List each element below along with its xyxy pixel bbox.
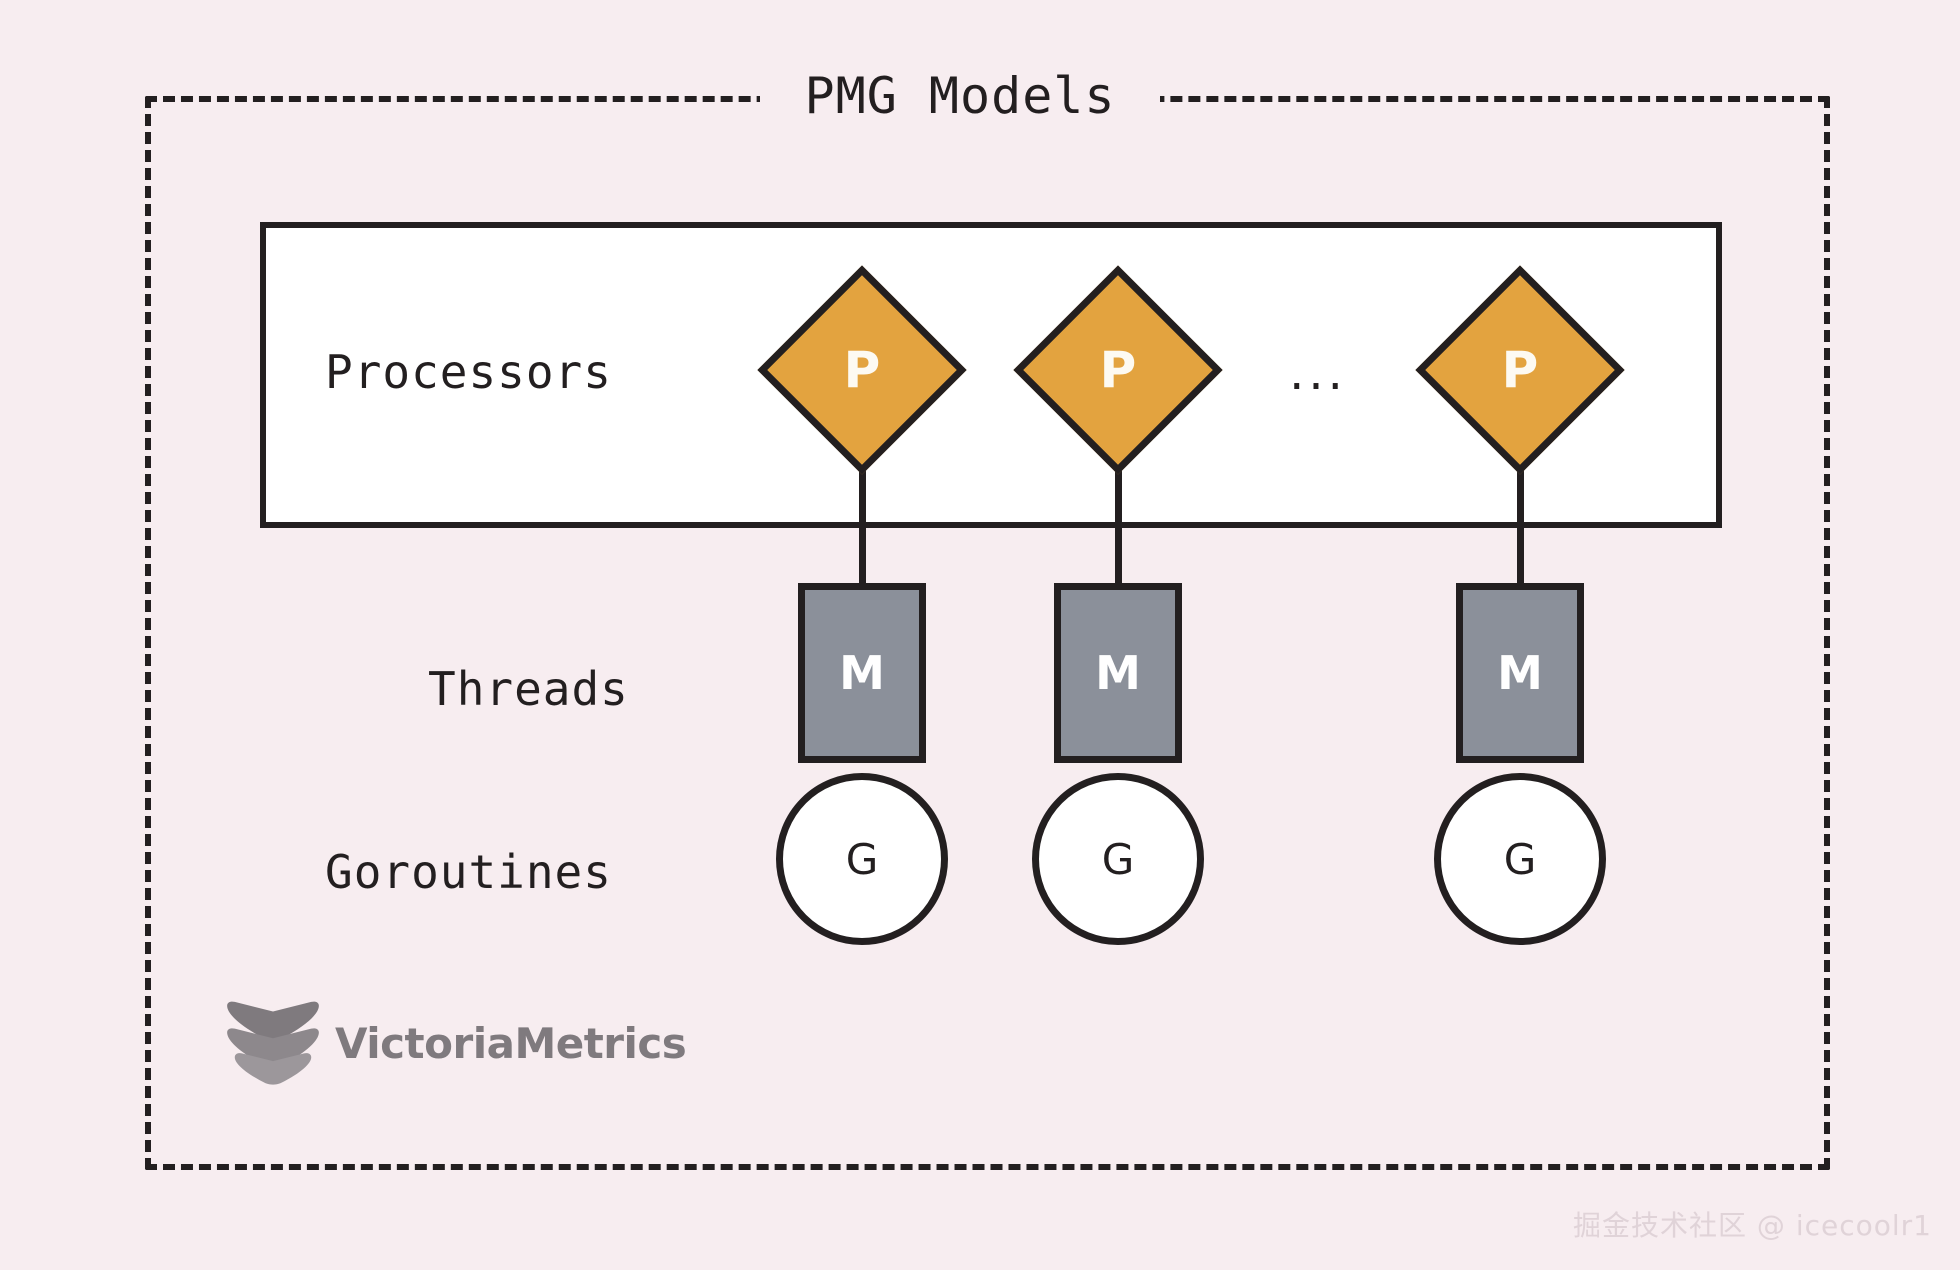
processor-node-2[interactable]: P [1013, 265, 1223, 475]
connector-p-m-1 [859, 470, 866, 588]
goroutine-label-2: G [1101, 834, 1135, 884]
processors-ellipsis: ... [1289, 345, 1347, 401]
processor-node-3[interactable]: P [1415, 265, 1625, 475]
thread-label-3: M [1497, 646, 1543, 700]
victoriametrics-logo: VictoriaMetrics [225, 1000, 687, 1086]
row-label-threads: Threads [428, 662, 629, 716]
watermark-text: 掘金技术社区 @ icecoolr1 [1573, 1209, 1932, 1242]
processor-label-2: P [1099, 341, 1137, 399]
thread-node-1[interactable]: M [798, 583, 926, 763]
diagram-title: PMG Models [760, 60, 1160, 132]
thread-node-3[interactable]: M [1456, 583, 1584, 763]
connector-p-m-3 [1517, 470, 1524, 588]
goroutine-node-2[interactable]: G [1032, 773, 1204, 945]
processor-label-1: P [843, 341, 881, 399]
goroutine-label-1: G [845, 834, 879, 884]
goroutine-node-1[interactable]: G [776, 773, 948, 945]
thread-label-1: M [839, 646, 885, 700]
goroutine-node-3[interactable]: G [1434, 773, 1606, 945]
thread-label-2: M [1095, 646, 1141, 700]
thread-node-2[interactable]: M [1054, 583, 1182, 763]
processor-label-3: P [1501, 341, 1539, 399]
victoriametrics-wordmark: VictoriaMetrics [335, 1018, 687, 1068]
row-label-goroutines: Goroutines [325, 845, 612, 899]
connector-p-m-2 [1115, 470, 1122, 588]
processor-node-1[interactable]: P [757, 265, 967, 475]
row-label-processors: Processors [325, 345, 612, 399]
goroutine-label-3: G [1503, 834, 1537, 884]
victoriametrics-chevron-icon [227, 1001, 319, 1085]
